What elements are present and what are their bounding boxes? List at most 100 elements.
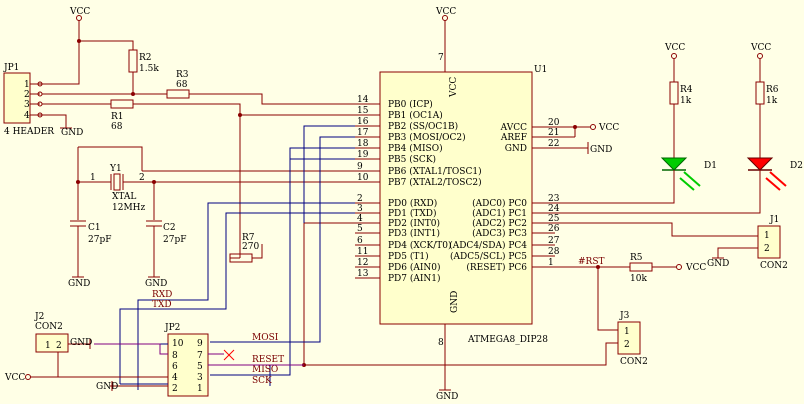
net-mosi: MOSI [252,333,279,343]
svg-text:C2: C2 [163,223,176,233]
u1-pin-number: 17 [357,128,369,138]
u1-pin-number: 24 [548,204,560,214]
u1-pin-name: PD1 (TXD) [388,208,437,219]
net-miso: MISO [252,365,278,375]
svg-text:2: 2 [139,173,145,183]
u1-pin-name: PD5 (T1) [388,251,429,262]
r5-resistor: R5 10k [629,253,653,284]
svg-text:GND: GND [436,392,458,402]
svg-text:VCC: VCC [435,7,456,17]
u1-pin-name: PB5 (SCK) [388,154,436,165]
u1-pin-name: (ADC4/SDA) PC4 [449,240,527,251]
u1-pin-name: PD3 (INT1) [388,228,440,239]
svg-text:U1: U1 [534,65,547,75]
svg-text:1: 1 [624,327,630,337]
svg-text:VCC: VCC [685,263,706,273]
svg-text:270: 270 [242,242,259,252]
svg-text:VCC: VCC [449,77,459,98]
svg-text:27pF: 27pF [88,235,111,245]
net-sck: SCK [252,376,272,386]
svg-text:R5: R5 [630,253,643,263]
u1-pin-name: PD7 (AIN1) [388,273,441,284]
svg-text:CON2: CON2 [760,261,788,271]
svg-text:68: 68 [176,80,188,90]
u1-pin-name: PD0 (RXD) [388,198,437,209]
u1-pin-number: 21 [548,128,559,138]
svg-text:10k: 10k [630,274,647,284]
d2-body [746,157,774,171]
u1-pin-name: PB1 (OC1A) [388,110,443,121]
svg-text:GND: GND [590,145,612,155]
svg-text:8: 8 [438,338,444,348]
y1-crystal: Y1 XTAL 12MHz 1 2 [90,164,146,213]
u1-pin-name: AVCC [500,123,527,133]
jp1-header: JP1 1 2 3 4 4 HEADER [3,63,54,137]
u1-pin-number: 1 [548,258,554,268]
vcc-symbol-left: VCC [69,7,90,41]
svg-text:1: 1 [764,231,770,241]
svg-text:6: 6 [172,362,178,372]
svg-text:7: 7 [438,53,444,63]
r4-resistor: R4 1k [669,81,693,106]
svg-text:2: 2 [764,244,770,254]
u1-pin-number: 25 [548,214,560,224]
svg-text:J2: J2 [34,312,44,322]
u1-pin-number: 4 [357,214,363,224]
net-rxd: RXD [152,290,172,300]
u1-pin-number: 22 [548,139,559,149]
svg-text:GND: GND [70,338,92,348]
svg-text:1: 1 [197,384,203,394]
u1-pin-name: PB0 (ICP) [388,99,433,110]
gnd-c1: GND [68,276,90,289]
vcc-r6: VCC [750,43,771,59]
d2-led: D2 [746,157,803,191]
u1-pin-number: 9 [357,162,363,172]
u1-pin-number: 6 [357,236,363,246]
svg-text:1.5k: 1.5k [139,64,159,74]
u1-pin-number: 20 [548,118,560,128]
u1-pin-name: GND [505,144,527,154]
d1-body [660,157,688,171]
svg-text:JP1: JP1 [3,63,19,73]
svg-text:GND: GND [145,279,167,289]
u1-pin-number: 14 [357,95,369,105]
u1-pin-name: PD4 (XCK/T0) [388,240,452,251]
svg-text:2: 2 [172,384,178,394]
u1-pin-number: 27 [548,236,560,246]
svg-text:2: 2 [56,341,62,351]
svg-text:10: 10 [172,339,184,349]
u1-pin-name: (ADC5/SCL) PC5 [450,251,527,262]
u1-pin-number: 10 [357,173,369,183]
u1-pin-number: 12 [357,258,368,268]
u1-pin-number: 26 [548,224,560,234]
svg-text:27pF: 27pF [163,235,186,245]
r1-resistor: R1 68 [110,99,134,132]
r2-resistor: R2 1.5k [128,49,159,74]
u1-pin-number: 19 [357,150,369,160]
svg-text:ATMEGA8_DIP28: ATMEGA8_DIP28 [467,335,548,345]
u1-pin-number: 28 [548,247,560,257]
svg-text:J1: J1 [769,215,779,225]
u1-pin-number: 13 [357,269,369,279]
svg-text:VCC: VCC [598,123,619,133]
svg-text:4: 4 [24,111,30,121]
u1-pin-name: (RESET) PC6 [466,262,527,273]
u1-pin-number: 23 [548,194,560,204]
u1-pin-number: 11 [357,247,368,257]
u1-pin-number: 5 [357,224,363,234]
svg-text:R3: R3 [176,70,189,80]
svg-text:R7: R7 [242,233,255,243]
r6-resistor: R6 1k [755,81,779,106]
c1-capacitor: C1 27pF [70,220,111,245]
u1-pin-number: 18 [357,139,369,149]
svg-text:VCC: VCC [664,43,685,53]
svg-text:VCC: VCC [750,43,771,53]
svg-text:3: 3 [24,100,30,110]
net-txd: TXD [152,300,172,310]
j1-connector: J1 1 2 CON2 [757,215,788,271]
svg-text:4 HEADER: 4 HEADER [4,127,54,137]
gnd-jp1: GND [60,127,83,138]
u1-pin-name: PD2 (INT0) [388,218,440,229]
